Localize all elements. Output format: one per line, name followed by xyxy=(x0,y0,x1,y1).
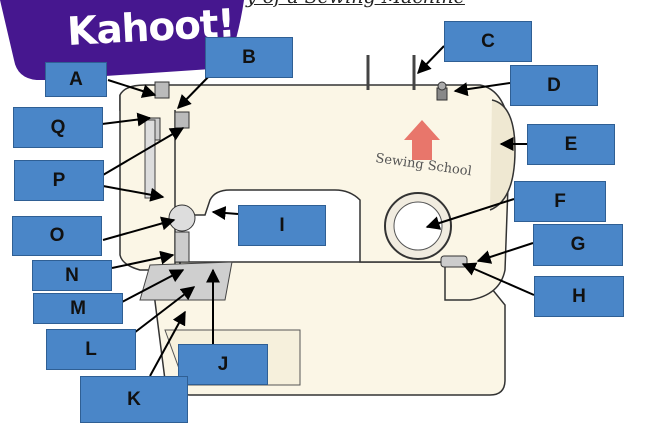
label-n: N xyxy=(32,260,112,291)
label-p: P xyxy=(14,160,104,201)
label-g: G xyxy=(533,224,623,266)
kahoot-logo-banner xyxy=(0,0,244,80)
label-m: M xyxy=(33,293,123,324)
label-c: C xyxy=(444,21,532,62)
label-a: A xyxy=(45,62,107,97)
label-b: B xyxy=(205,37,293,78)
hand-wheel xyxy=(489,99,516,211)
label-i: I xyxy=(238,205,326,246)
label-f: F xyxy=(514,181,606,222)
label-l: L xyxy=(46,329,136,370)
label-k: K xyxy=(80,376,188,423)
label-h: H xyxy=(534,276,624,317)
label-e: E xyxy=(527,124,615,165)
label-j: J xyxy=(178,344,268,385)
label-d: D xyxy=(510,65,598,106)
diagram-title: y of a Sewing Machine xyxy=(246,0,465,8)
sewing-school-badge xyxy=(404,120,440,160)
label-o: O xyxy=(12,216,102,256)
label-q: Q xyxy=(13,107,103,148)
